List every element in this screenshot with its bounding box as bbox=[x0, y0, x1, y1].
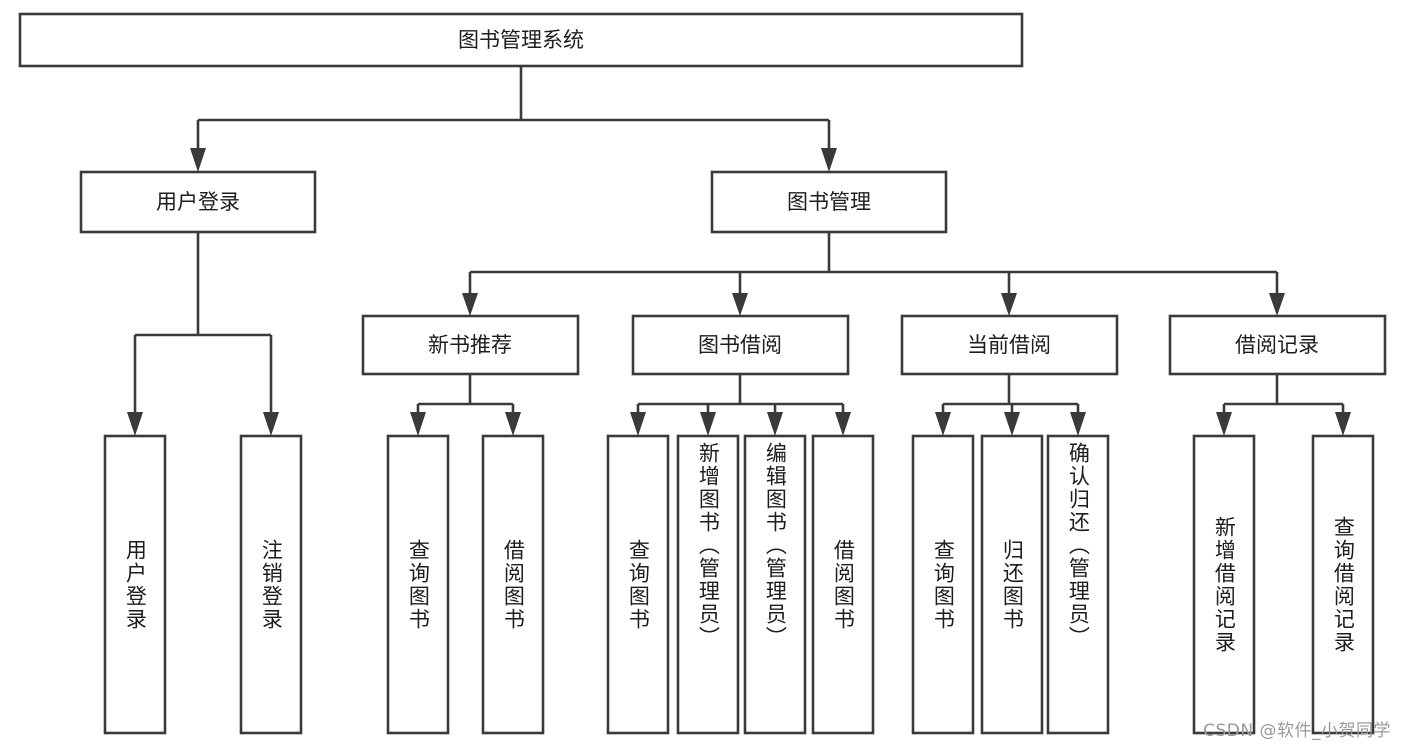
node-box-leaf-query-record[interactable] bbox=[1311, 434, 1375, 735]
node-box-user-login[interactable] bbox=[79, 170, 317, 234]
node-box-leaf-query-book-1[interactable] bbox=[386, 434, 450, 735]
node-box-leaf-return-book[interactable] bbox=[980, 434, 1044, 735]
arrow-head-leaf-edit-book bbox=[767, 412, 783, 436]
arrow-head-leaf-add-book bbox=[700, 412, 716, 436]
arrow-head-leaf-borrow-book-1 bbox=[505, 412, 521, 436]
node-label-root: 图书管理系统 bbox=[458, 28, 584, 52]
node-box-group bbox=[18, 12, 1387, 735]
node-box-current-borrow[interactable] bbox=[900, 314, 1119, 376]
node-box-leaf-query-book-3[interactable] bbox=[911, 434, 975, 735]
arrow-head-leaf-query-record bbox=[1335, 412, 1351, 436]
node-box-new-book-rec[interactable] bbox=[361, 314, 580, 376]
arrow-head-current-borrow bbox=[1001, 293, 1017, 316]
arrow-head-user-login bbox=[190, 148, 206, 172]
node-box-leaf-add-record[interactable] bbox=[1192, 434, 1256, 735]
arrow-head-leaf-return-book bbox=[1004, 412, 1020, 436]
node-box-leaf-borrow-book-1[interactable] bbox=[481, 434, 545, 735]
node-box-leaf-confirm-return[interactable] bbox=[1046, 434, 1110, 735]
node-box-root[interactable] bbox=[18, 12, 1024, 68]
node-label-borrow-record: 借阅记录 bbox=[1235, 333, 1319, 357]
node-box-leaf-query-book-2[interactable] bbox=[606, 434, 670, 735]
node-label-new-book-rec: 新书推荐 bbox=[428, 333, 512, 357]
arrow-head-leaf-confirm-return bbox=[1070, 412, 1086, 436]
node-box-borrow-record[interactable] bbox=[1168, 314, 1387, 376]
node-box-leaf-user-logout[interactable] bbox=[239, 434, 303, 735]
node-box-leaf-add-book[interactable] bbox=[676, 434, 740, 735]
arrow-head-borrow-record bbox=[1269, 293, 1285, 316]
node-box-book-manage[interactable] bbox=[710, 170, 948, 234]
arrow-head-book-manage bbox=[821, 148, 837, 172]
arrow-head-leaf-user-login bbox=[127, 412, 143, 436]
arrow-head-leaf-query-book-2 bbox=[630, 412, 646, 436]
arrow-head-leaf-query-book-1 bbox=[410, 412, 426, 436]
node-label-user-login: 用户登录 bbox=[156, 190, 240, 214]
node-box-leaf-edit-book[interactable] bbox=[743, 434, 807, 735]
arrow-head-new-book-rec bbox=[462, 293, 478, 316]
node-box-book-borrow[interactable] bbox=[631, 314, 850, 376]
connector-group bbox=[127, 66, 1351, 436]
arrow-head-leaf-borrow-book-2 bbox=[835, 412, 851, 436]
node-label-book-manage: 图书管理 bbox=[787, 190, 871, 214]
arrow-head-book-borrow bbox=[732, 293, 748, 316]
node-box-leaf-user-login[interactable] bbox=[103, 434, 167, 735]
node-label-current-borrow: 当前借阅 bbox=[967, 333, 1051, 357]
node-box-leaf-borrow-book-2[interactable] bbox=[811, 434, 875, 735]
csdn-watermark: CSDN @软件_小贺同学 bbox=[1203, 721, 1391, 741]
node-label-book-borrow: 图书借阅 bbox=[698, 333, 782, 357]
horizontal-label-group: 图书管理系统 用户登录 图书管理 新书推荐 图书借阅 当前借阅 借阅记录 bbox=[156, 28, 1319, 357]
arrow-head-leaf-add-record bbox=[1216, 412, 1232, 436]
arrow-head-leaf-user-logout bbox=[263, 412, 279, 436]
arrow-head-leaf-query-book-3 bbox=[935, 412, 951, 436]
